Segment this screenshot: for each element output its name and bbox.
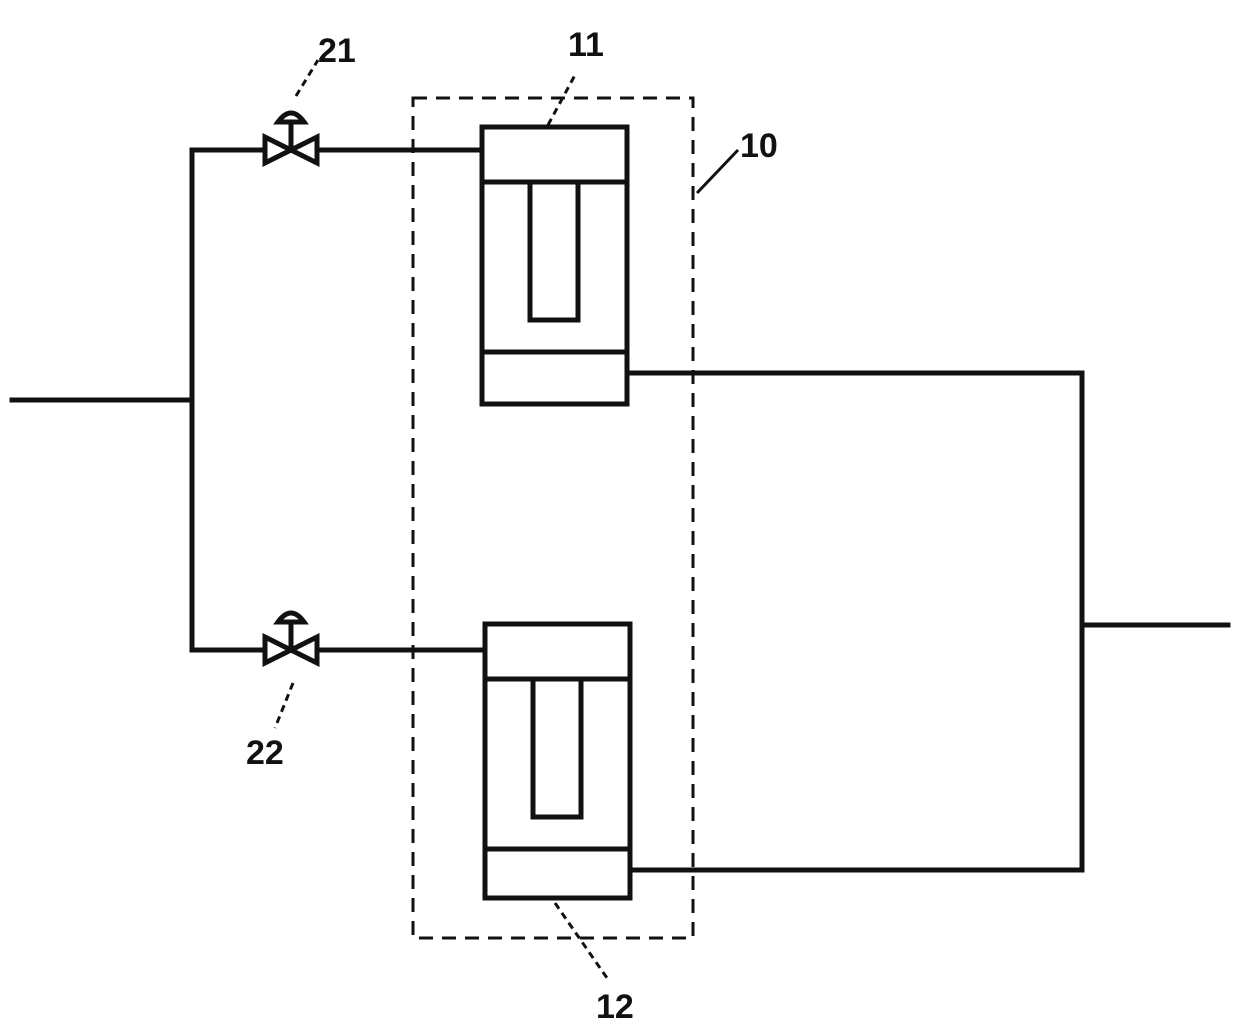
valve-top bbox=[262, 110, 320, 168]
leader-12 bbox=[553, 902, 609, 979]
leader-11 bbox=[546, 74, 577, 126]
leader-22 bbox=[273, 682, 295, 729]
bottom-unit bbox=[482, 621, 633, 901]
valve-bottom bbox=[262, 610, 320, 668]
control-valve-icon bbox=[262, 610, 320, 668]
control-valve-icon bbox=[262, 110, 320, 168]
label-unit-top: 11 bbox=[568, 26, 604, 64]
leader-10 bbox=[695, 148, 740, 195]
leader-21 bbox=[294, 59, 320, 97]
label-unit-bottom: 12 bbox=[596, 988, 634, 1026]
group-boundary bbox=[411, 96, 695, 940]
label-group: 10 bbox=[740, 127, 778, 165]
top-unit bbox=[479, 124, 630, 407]
label-valve-top: 21 bbox=[318, 32, 356, 70]
label-valve-bottom: 22 bbox=[246, 734, 284, 772]
